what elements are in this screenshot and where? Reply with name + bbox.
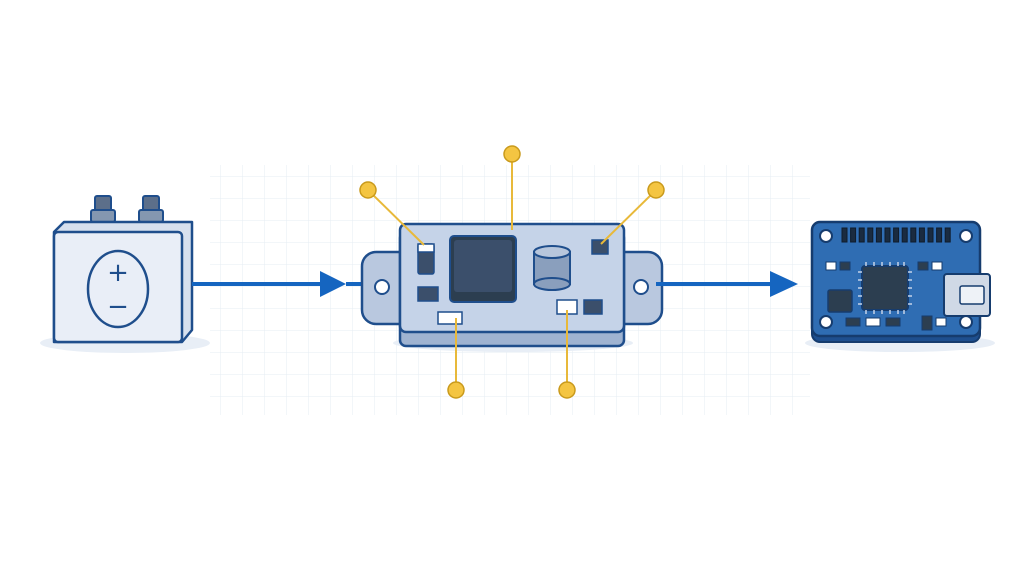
header-pin [936, 227, 943, 243]
header-pins [841, 227, 951, 243]
callout-dot [447, 381, 465, 399]
callout-line [367, 189, 425, 246]
header-pin [910, 227, 917, 243]
battery-negative-symbol: − [107, 292, 129, 322]
header-pin [944, 227, 951, 243]
regulator-callouts [367, 154, 657, 390]
header-pin [927, 227, 934, 243]
callout-dot [558, 381, 576, 399]
header-pin [850, 227, 857, 243]
callout-line [600, 189, 657, 245]
microcontroller-board-icon [805, 220, 995, 352]
battery-icon: + − [40, 195, 210, 353]
callout-dot [647, 181, 665, 199]
header-pin [841, 227, 848, 243]
callout-dot [503, 145, 521, 163]
header-pin [858, 227, 865, 243]
battery-positive-symbol: + [107, 258, 129, 288]
header-pin [867, 227, 874, 243]
header-pin [918, 227, 925, 243]
header-pin [884, 227, 891, 243]
header-pin [875, 227, 882, 243]
arrow-right-icon [656, 271, 798, 297]
header-pin [893, 227, 900, 243]
voltage-regulator-module-icon [360, 222, 664, 352]
header-pin [901, 227, 908, 243]
callout-dot [359, 181, 377, 199]
